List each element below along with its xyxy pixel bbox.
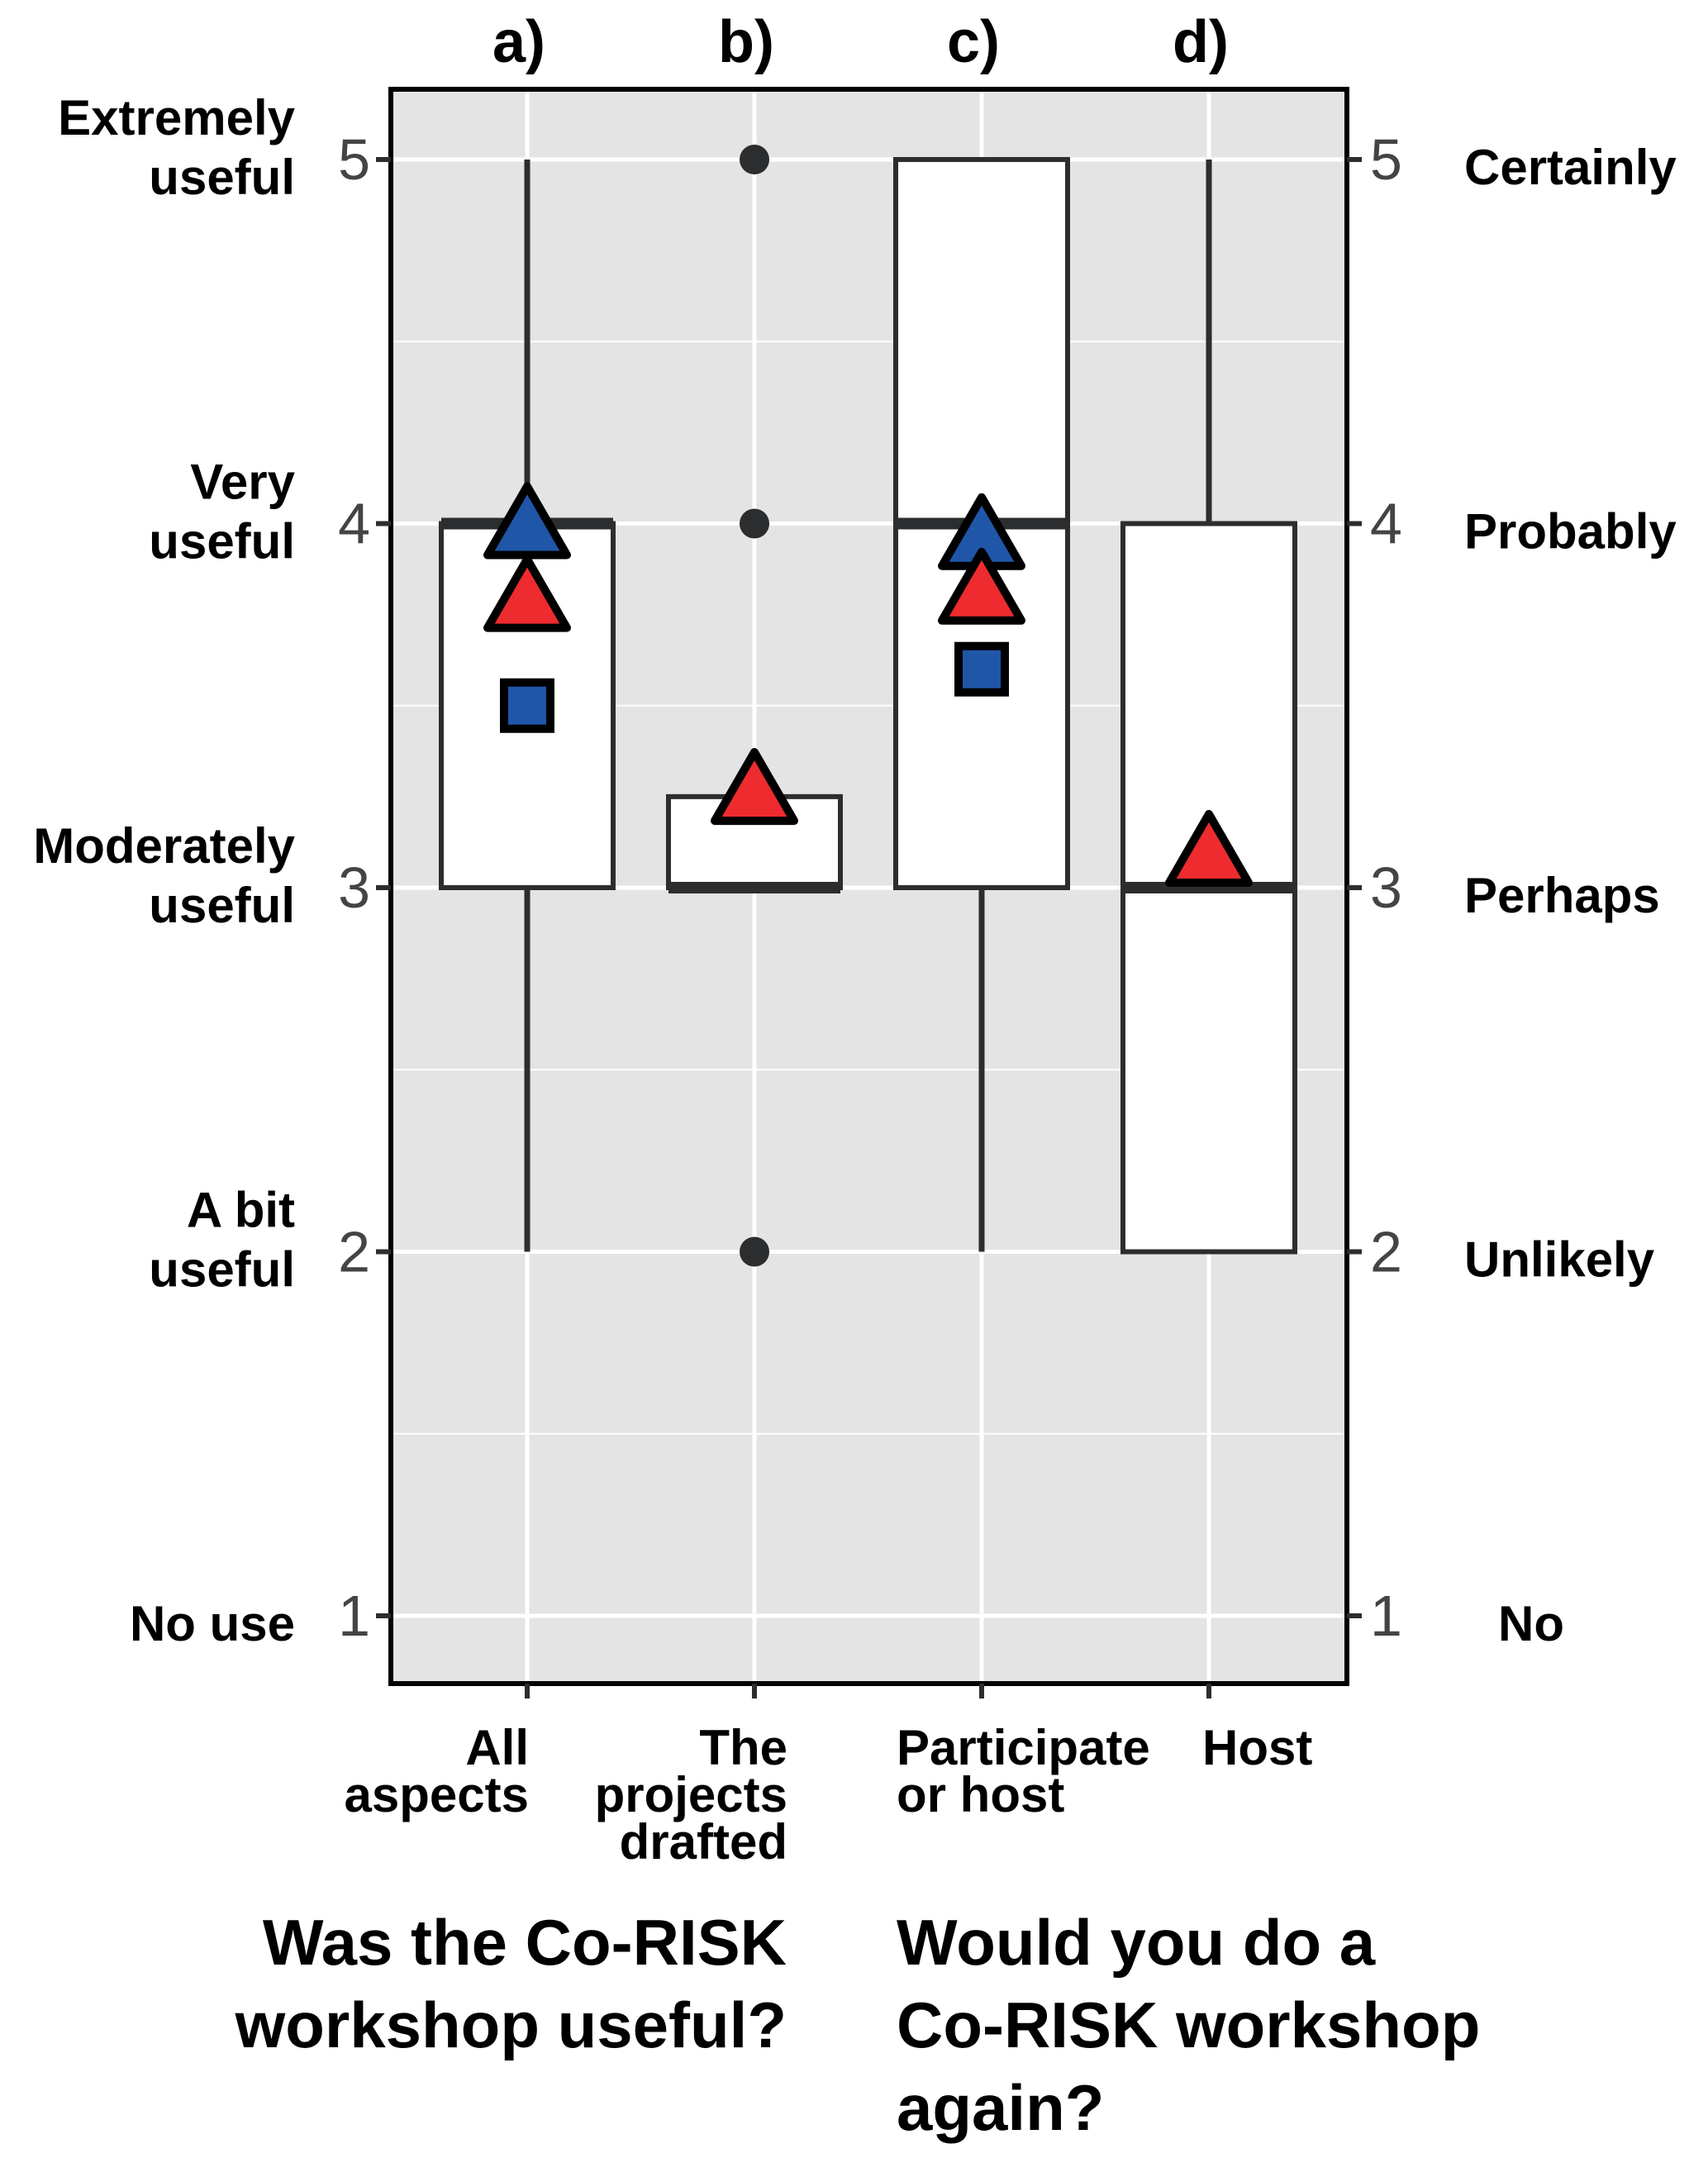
right-axis-label: Probably bbox=[1464, 504, 1677, 560]
left-tick-label: 4 bbox=[338, 492, 370, 556]
left-axis-label: useful bbox=[149, 878, 295, 933]
left-axis-label: useful bbox=[149, 1242, 295, 1298]
category-label: Participate bbox=[897, 1720, 1150, 1775]
right-tick-label: 1 bbox=[1370, 1584, 1402, 1648]
left-tick-label: 5 bbox=[338, 127, 370, 192]
left-axis-label: useful bbox=[149, 150, 295, 205]
right-tick-label: 3 bbox=[1370, 855, 1402, 920]
mean-square-marker bbox=[954, 641, 1009, 697]
mean-triangle-marker bbox=[483, 555, 571, 632]
category-label: The bbox=[699, 1720, 787, 1775]
category-label: or host bbox=[897, 1767, 1064, 1822]
panel-label: c) bbox=[947, 9, 1000, 75]
left-axis-label: useful bbox=[149, 514, 295, 569]
panel-label: b) bbox=[718, 9, 774, 75]
right-tick-label: 5 bbox=[1370, 127, 1402, 192]
right-axis-label: Certainly bbox=[1464, 140, 1677, 195]
panel-label: a) bbox=[492, 9, 545, 75]
group-title-right: again? bbox=[897, 2071, 1104, 2144]
category-label: drafted bbox=[620, 1814, 787, 1870]
group-title-left: workshop useful? bbox=[235, 1989, 787, 2061]
left-tick-label: 2 bbox=[338, 1220, 370, 1284]
left-axis-label: Moderately bbox=[33, 818, 295, 874]
mean-triangle-marker bbox=[938, 547, 1025, 625]
right-axis-label: No bbox=[1498, 1596, 1564, 1651]
mean-triangle-marker bbox=[483, 482, 571, 560]
left-axis-label: Very bbox=[190, 455, 295, 510]
outlier-point bbox=[740, 1236, 769, 1267]
left-axis-label: Extremely bbox=[58, 90, 295, 145]
outlier-point bbox=[740, 145, 769, 174]
right-axis-label: Perhaps bbox=[1464, 868, 1660, 923]
category-label: aspects bbox=[345, 1767, 529, 1822]
left-tick-label: 3 bbox=[338, 855, 370, 920]
right-tick-label: 4 bbox=[1370, 492, 1402, 556]
left-axis-label: A bit bbox=[187, 1183, 295, 1238]
group-title-right: Co-RISK workshop bbox=[897, 1989, 1480, 2061]
right-tick-label: 2 bbox=[1370, 1220, 1402, 1284]
group-title-left: Was the Co-RISK bbox=[263, 1906, 787, 1979]
category-label: All bbox=[465, 1720, 529, 1775]
outlier-point bbox=[740, 508, 769, 539]
left-tick-label: 1 bbox=[338, 1584, 370, 1648]
group-title-right: Would you do a bbox=[897, 1906, 1376, 1979]
panel-label: d) bbox=[1173, 9, 1229, 75]
mean-square-marker bbox=[500, 678, 554, 733]
mean-triangle-marker bbox=[1165, 809, 1253, 887]
mean-triangle-marker bbox=[711, 748, 798, 826]
left-axis-label: No use bbox=[130, 1596, 295, 1651]
right-axis-label: Unlikely bbox=[1464, 1232, 1655, 1288]
category-label: Host bbox=[1202, 1720, 1312, 1775]
category-label: projects bbox=[595, 1767, 787, 1822]
